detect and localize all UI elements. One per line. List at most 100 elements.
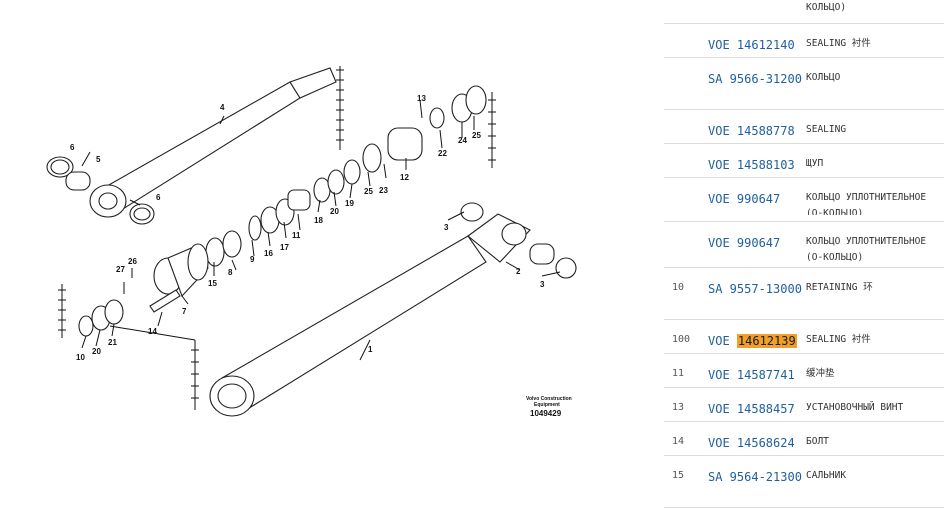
parts-list: КОЛЬЦО) VOE 14612140 SEALING 衬件 SA 9566-… xyxy=(664,0,944,508)
part-description: SEALING 衬件 xyxy=(806,334,871,345)
ring-10 xyxy=(78,315,94,337)
callout-4: 4 xyxy=(220,103,225,112)
callout-17: 15 xyxy=(208,279,217,288)
ring-3 xyxy=(460,202,484,222)
list-item: 14 VOE 14568624 БОЛТ xyxy=(664,422,944,456)
guide-line-5 xyxy=(109,325,196,341)
callout-21: 20 xyxy=(330,207,339,216)
ring-6b-inner xyxy=(133,207,151,221)
list-item: VOE 14588103 ЩУП xyxy=(664,144,944,178)
callout-6: 6 xyxy=(70,143,75,152)
callout-23: 23 xyxy=(379,186,388,195)
part-description: 缓冲垫 xyxy=(806,368,835,379)
bolt-14 xyxy=(149,289,181,313)
callout-18: 16 xyxy=(264,249,273,258)
callout-22: 22 xyxy=(438,149,447,158)
piston-rod xyxy=(89,67,337,218)
guide-line-3 xyxy=(58,284,66,338)
callout-2: 2 xyxy=(516,267,521,276)
caption-line2: Equipment xyxy=(534,402,560,408)
position-number xyxy=(664,36,708,51)
callout-14: 14 xyxy=(148,327,157,336)
exploded-cylinder-diagram: 4 6 5 6 3 2 3 1 13 8 9 16 17 11 18 20 19… xyxy=(46,66,577,418)
position-number: 10 xyxy=(672,282,685,293)
part-description: КОЛЬЦО УПЛОТНИТЕЛЬНОЕ (О-КОЛЬЦО) xyxy=(806,236,932,261)
part-number-link[interactable]: VOE 14568624 xyxy=(708,436,795,450)
callout-20b: 19 xyxy=(345,199,354,208)
part-number-link[interactable]: VOE 14588457 xyxy=(708,402,795,416)
list-item: VOE 990647 КОЛЬЦО УПЛОТНИТЕЛЬНОЕ (О-КОЛЬ… xyxy=(664,178,944,222)
guide-line-4 xyxy=(191,340,199,410)
list-item: 11 VOE 14587741 缓冲垫 xyxy=(664,354,944,388)
callout-5: 5 xyxy=(96,155,101,164)
list-item: 15 SA 9564-21300 САЛЬНИК xyxy=(664,456,944,508)
callout-13: 13 xyxy=(417,94,426,103)
callout-3b: 3 xyxy=(540,280,545,289)
callout-7: 7 xyxy=(182,307,187,316)
part-number-link[interactable]: VOE 14612140 xyxy=(708,38,795,52)
part-number-link[interactable]: VOE 14588778 xyxy=(708,124,795,138)
list-item: 10 SA 9557-13000 RETAINING 环 xyxy=(664,268,944,320)
cylinder-tube xyxy=(209,213,531,417)
part-number-link[interactable] xyxy=(708,0,806,17)
list-item: VOE 14612140 SEALING 衬件 xyxy=(664,24,944,58)
part-description: БОЛТ xyxy=(806,436,829,447)
list-item: VOE 14588778 SEALING xyxy=(664,110,944,144)
callout-11: 11 xyxy=(292,231,301,240)
part-description: ЩУП xyxy=(806,158,824,169)
callout-25: 25 xyxy=(364,187,373,196)
part-number-link[interactable]: VOE 14587741 xyxy=(708,368,795,382)
callout-26: 26 xyxy=(128,257,137,266)
seal-rings xyxy=(205,85,487,267)
part-number-link[interactable]: VOE 990647 xyxy=(708,236,781,250)
list-item: 100 VOE 14612139 SEALING 衬件 xyxy=(664,320,944,354)
part-number-link[interactable]: SA 9557-13000 xyxy=(708,282,802,296)
position-number xyxy=(664,234,708,261)
position-number xyxy=(664,156,708,171)
list-item: VOE 990647 КОЛЬЦО УПЛОТНИТЕЛЬНОЕ (О-КОЛЬ… xyxy=(664,222,944,268)
position-number xyxy=(664,70,708,103)
callout-20: 18 xyxy=(314,216,323,225)
callout-labels: 4 6 5 6 3 2 3 1 13 8 9 16 17 11 18 20 19… xyxy=(70,94,545,362)
callout-19: 17 xyxy=(280,243,289,252)
position-number xyxy=(664,190,708,215)
bushing-2 xyxy=(529,243,555,265)
part-description: УСТАНОВОЧНЫЙ ВИНТ xyxy=(806,402,904,413)
search-highlight: 14612139 xyxy=(736,334,797,348)
ring-16 xyxy=(104,299,124,325)
callout-3: 3 xyxy=(444,223,449,232)
bushing-5 xyxy=(65,171,91,191)
list-item: SA 9566-31200 КОЛЬЦО xyxy=(664,58,944,110)
callout-10: 10 xyxy=(76,353,85,362)
part-number-link[interactable]: VOE 14588103 xyxy=(708,158,795,172)
part-number-prefix: VOE xyxy=(708,334,737,348)
caption-line1: Volvo Construction xyxy=(526,396,572,402)
part-number-link[interactable]: SA 9566-31200 xyxy=(708,72,802,86)
part-description: САЛЬНИК xyxy=(806,470,847,481)
part-number-link[interactable]: SA 9564-21300 xyxy=(708,470,802,484)
list-item: 13 VOE 14588457 УСТАНОВОЧНЫЙ ВИНТ xyxy=(664,388,944,422)
callout-6b: 6 xyxy=(156,193,161,202)
list-item: КОЛЬЦО) xyxy=(664,0,944,24)
part-description: RETAINING 环 xyxy=(806,282,873,293)
part-description: КОЛЬЦО) xyxy=(806,2,847,13)
position-number: 15 xyxy=(672,470,685,481)
position-number: 11 xyxy=(672,368,685,379)
callout-9: 9 xyxy=(250,255,255,264)
part-description: КОЛЬЦО xyxy=(806,72,841,83)
position-number: 13 xyxy=(672,402,685,413)
cylinder-head xyxy=(153,243,209,298)
ring-3b xyxy=(555,257,577,279)
part-description: КОЛЬЦО УПЛОТНИТЕЛЬНОЕ (О-КОЛЬЦО) xyxy=(806,192,932,215)
part-number-link[interactable]: VOE 14612139 xyxy=(708,332,806,348)
callout-24: 24 xyxy=(458,136,467,145)
leader-lines xyxy=(81,99,561,361)
guide-line-2 xyxy=(488,92,496,168)
part-description: SEALING xyxy=(806,124,847,135)
position-number xyxy=(664,122,708,137)
position-number: 14 xyxy=(672,436,685,447)
callout-27: 27 xyxy=(116,265,125,274)
position-number: 100 xyxy=(672,334,691,345)
callout-1: 1 xyxy=(368,345,373,354)
part-number-link[interactable]: VOE 990647 xyxy=(708,192,781,206)
